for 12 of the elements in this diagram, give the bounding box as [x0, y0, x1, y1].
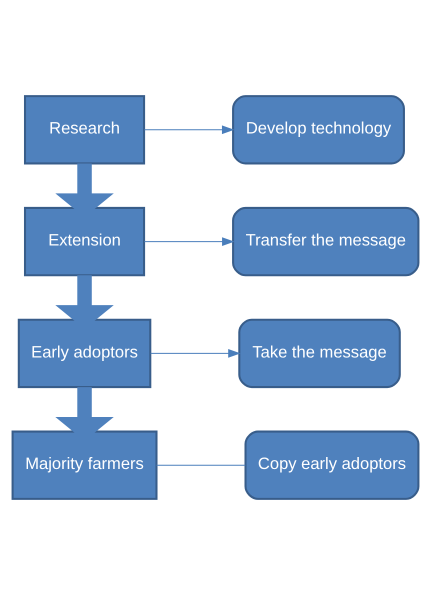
node-box: Research [24, 94, 146, 164]
arrow [150, 348, 241, 358]
arrow [144, 124, 234, 134]
connector [156, 464, 246, 466]
node-box: Copy early adoptors [244, 430, 420, 500]
node-box: Early adoptors [18, 318, 152, 388]
node-box: Take the message [238, 318, 401, 388]
node-box: Develop technology [232, 94, 405, 164]
arrow [144, 236, 234, 246]
node-box: Majority farmers [12, 430, 158, 500]
node-box: Extension [24, 206, 146, 276]
node-box: Transfer the message [232, 206, 420, 276]
